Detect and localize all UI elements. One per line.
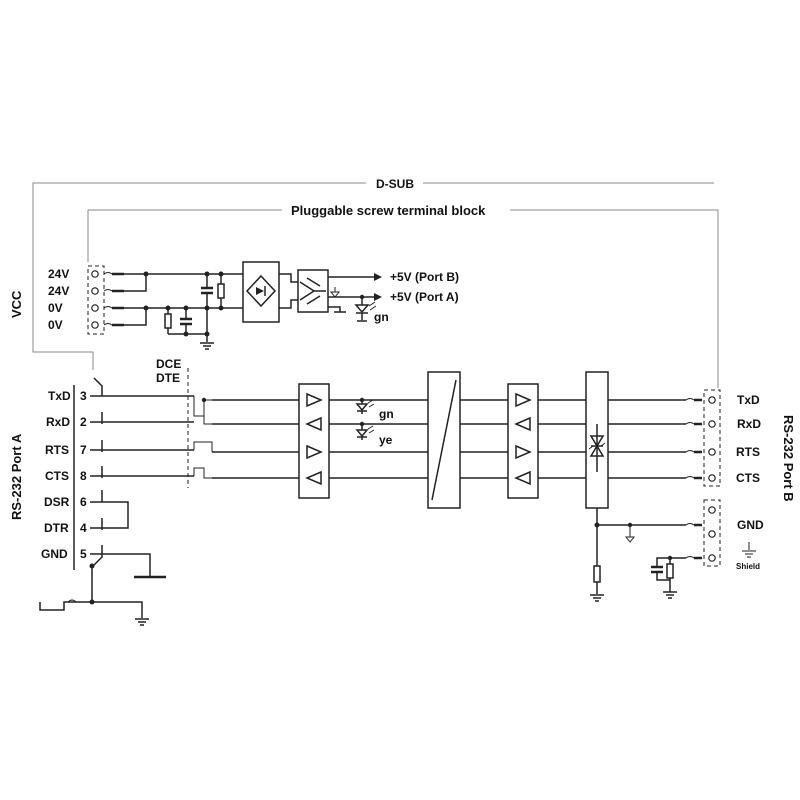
- power-terminal-0v-1: 0V: [48, 301, 63, 315]
- power-terminal-0v-2: 0V: [48, 318, 63, 332]
- dc-dc-converter-icon: [297, 269, 329, 313]
- port-b-label: RS-232 Port B: [781, 415, 796, 502]
- port-a-pin-4: 4: [80, 521, 87, 535]
- surge-ground-wiring: [590, 508, 686, 602]
- shield-ground-icon: [742, 542, 756, 558]
- port-a-pin-8: 8: [80, 469, 87, 483]
- tx-led-label: gn: [379, 407, 394, 421]
- power-led-label: gn: [374, 310, 389, 324]
- port-a-signal-txd: TxD: [48, 389, 71, 403]
- galvanic-isolation-icon: [427, 371, 461, 509]
- port-b-terminal-block: [685, 389, 721, 487]
- port-a-wiring: [39, 395, 213, 618]
- power-terminal-24v-1: 24V: [48, 267, 69, 281]
- port-b-ground-terminal-block: [651, 499, 721, 599]
- port-a-pin-5: 5: [80, 547, 87, 561]
- tx-led-icon: [355, 397, 375, 414]
- terminal-block-label: Pluggable screw terminal block: [291, 203, 486, 218]
- port-b-gnd-label: GND: [737, 518, 764, 532]
- power-wiring: [103, 271, 280, 342]
- port-b-signal-cts: CTS: [736, 471, 760, 485]
- port-a-connector: [73, 368, 189, 570]
- port-a-driver-block: [298, 383, 330, 499]
- port-b-driver-block: [507, 383, 539, 499]
- port-a-signal-rts: RTS: [45, 443, 69, 457]
- power-terminal-24v-2: 24V: [48, 284, 69, 298]
- shield-label: Shield: [736, 562, 760, 571]
- port-a-signal-gnd: GND: [41, 547, 68, 561]
- port-b-signal-rxd: RxD: [737, 417, 761, 431]
- signal-lines: [212, 399, 686, 479]
- terminal-block-bracket: [87, 209, 719, 388]
- output-port-a-label: +5V (Port A): [390, 290, 459, 304]
- vcc-label: VCC: [9, 290, 24, 318]
- chassis-ground-icon: [200, 342, 214, 350]
- port-b-signal-rts: RTS: [736, 445, 760, 459]
- dte-label: DTE: [156, 371, 180, 385]
- port-a-pin-7: 7: [80, 443, 87, 457]
- port-a-pin-3: 3: [80, 389, 87, 403]
- rx-led-icon: [355, 421, 375, 440]
- port-a-signal-dtr: DTR: [44, 521, 69, 535]
- port-a-signal-cts: CTS: [45, 469, 69, 483]
- port-a-signal-dsr: DSR: [44, 495, 70, 509]
- port-a-pin-2: 2: [80, 415, 87, 429]
- power-terminal-block: [87, 265, 105, 335]
- power-outputs: [328, 273, 382, 322]
- dsub-label: D-SUB: [376, 177, 414, 191]
- dsub-bracket: [32, 182, 714, 370]
- port-b-signal-txd: TxD: [737, 393, 760, 407]
- dce-label: DCE: [156, 357, 181, 371]
- rx-led-label: ye: [379, 433, 393, 447]
- rectifier-bridge-icon: [242, 261, 298, 323]
- output-port-b-label: +5V (Port B): [390, 270, 459, 284]
- port-a-pin-6: 6: [80, 495, 87, 509]
- port-a-label: RS-232 Port A: [9, 433, 24, 520]
- surge-protection-icon: [585, 371, 609, 509]
- port-a-ground-icon: [135, 618, 149, 626]
- port-a-signal-rxd: RxD: [46, 415, 70, 429]
